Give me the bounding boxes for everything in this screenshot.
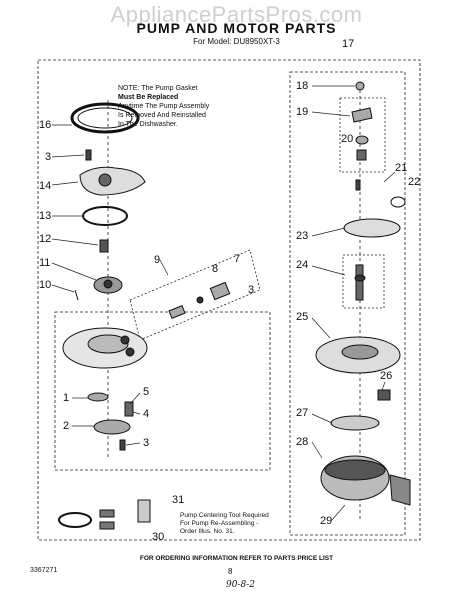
callout-11: 11 bbox=[39, 257, 51, 269]
impeller-nut bbox=[99, 239, 109, 253]
callout-25: 25 bbox=[296, 311, 309, 323]
callout-2: 2 bbox=[63, 420, 70, 432]
callout-17: 17 bbox=[342, 38, 355, 50]
handwritten-mark: 90-8-2 bbox=[226, 580, 255, 590]
callout-12: 12 bbox=[39, 233, 52, 245]
gasket-ring bbox=[70, 102, 140, 134]
note-line-5: In The Dishwasher. bbox=[118, 121, 178, 128]
callout-30: 30 bbox=[152, 531, 165, 543]
callout-3b: 3 bbox=[248, 284, 255, 296]
callout-9: 9 bbox=[154, 254, 161, 266]
pin-10 bbox=[74, 289, 79, 301]
callout-19: 19 bbox=[296, 106, 309, 118]
callout-29: 29 bbox=[320, 515, 333, 527]
callout-4: 4 bbox=[143, 408, 150, 420]
pump-gasket-note: NOTE: The Pump Gasket Must Be Replaced A… bbox=[118, 84, 248, 129]
callout-8: 8 bbox=[212, 263, 219, 275]
callout-14: 14 bbox=[39, 180, 52, 192]
box-19 bbox=[339, 97, 386, 173]
note-line-2: Must Be Replaced bbox=[118, 94, 179, 101]
callout-16: 16 bbox=[39, 119, 52, 131]
callout-18: 18 bbox=[296, 80, 309, 92]
tool-note-line-1: Pump Centering Tool Required bbox=[180, 512, 269, 519]
callout-20: 20 bbox=[341, 133, 354, 145]
ordering-footer: FOR ORDERING INFORMATION REFER TO PARTS … bbox=[139, 555, 334, 562]
callout-5: 5 bbox=[143, 386, 150, 398]
callout-28: 28 bbox=[296, 436, 309, 448]
document-number: 3367271 bbox=[30, 567, 58, 574]
outer-dashed-border bbox=[37, 59, 421, 541]
screw-3a bbox=[85, 149, 92, 161]
box-24 bbox=[342, 254, 385, 309]
note-line-1: NOTE: The Pump Gasket bbox=[118, 85, 198, 92]
motor-parts bbox=[315, 81, 411, 506]
centering-tool-note: Pump Centering Tool Required For Pump Re… bbox=[180, 512, 300, 536]
callout-13: 13 bbox=[39, 210, 52, 222]
motor-column-box bbox=[289, 71, 406, 536]
callout-3c: 3 bbox=[143, 437, 150, 449]
box-9 bbox=[129, 249, 261, 341]
seal-kit-30 bbox=[58, 509, 115, 530]
tool-note-line-2: For Pump Re-Assembling - bbox=[180, 520, 259, 527]
callout-23: 23 bbox=[296, 230, 309, 242]
note-line-4: Is Removed And Reinstalled bbox=[118, 112, 206, 119]
note-line-3: Anytime The Pump Assembly bbox=[118, 103, 210, 110]
centering-tool-31 bbox=[137, 499, 151, 523]
tool-note-line-3: Order Illus. No. 31. bbox=[180, 528, 235, 535]
callout-27: 27 bbox=[296, 407, 309, 419]
model-line: For Model: DU8950XT-3 bbox=[193, 37, 280, 46]
callout-26: 26 bbox=[380, 370, 393, 382]
impeller bbox=[93, 276, 123, 294]
callout-3a: 3 bbox=[45, 151, 52, 163]
callout-1: 1 bbox=[63, 392, 70, 404]
callout-31: 31 bbox=[172, 494, 185, 506]
callout-21: 21 bbox=[395, 162, 408, 174]
pump-assembly-box bbox=[54, 311, 271, 471]
pump-lower-parts bbox=[87, 392, 134, 451]
watermark: AppliancePartsPros.com bbox=[110, 2, 363, 27]
pump-housing bbox=[79, 166, 146, 196]
pump-base bbox=[62, 327, 148, 369]
page-number: 8 bbox=[228, 567, 233, 576]
page-title: PUMP AND MOTOR PARTS bbox=[136, 20, 337, 36]
callout-24: 24 bbox=[296, 259, 309, 271]
seal-ring bbox=[82, 206, 128, 226]
motor-assembly-9 bbox=[168, 281, 231, 319]
callout-22: 22 bbox=[408, 176, 421, 188]
callout-7: 7 bbox=[234, 253, 241, 265]
callout-10: 10 bbox=[39, 279, 52, 291]
